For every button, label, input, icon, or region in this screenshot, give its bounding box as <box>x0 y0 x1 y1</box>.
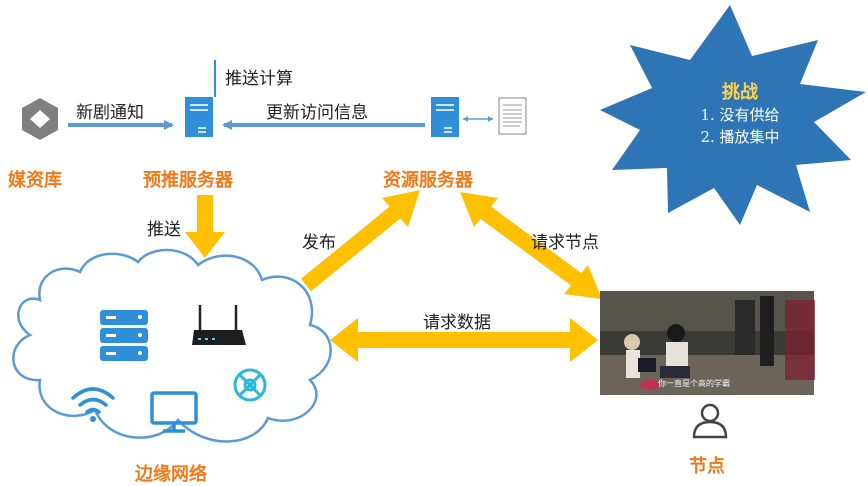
resource-server-icon <box>431 97 459 137</box>
prepush-server-label: 预推服务器 <box>143 170 233 191</box>
edge-network-cloud <box>12 248 332 443</box>
video-subtitle: 你一直是个高的学霸 <box>658 379 730 388</box>
node-label: 节点 <box>689 456 725 477</box>
prepush-server-icon <box>185 60 216 137</box>
edge-label-push-compute: 推送计算 <box>225 69 293 89</box>
edge-label-update-access-info: 更新访问信息 <box>266 103 368 123</box>
arrow-publish <box>300 190 420 292</box>
resource-server-label: 资源服务器 <box>383 170 473 191</box>
wifi-icon <box>71 387 115 414</box>
edge-label-request-data: 请求数据 <box>423 313 491 333</box>
media-library-label: 媒资库 <box>8 170 62 191</box>
edge-label-new-show-notify: 新剧通知 <box>76 103 144 123</box>
satellite-icon <box>233 368 267 402</box>
media-library-icon <box>22 98 58 140</box>
edge-network-label: 边缘网络 <box>135 464 207 485</box>
router-icon <box>192 305 246 345</box>
challenge-title: 挑战 <box>722 82 758 103</box>
video-frame <box>600 291 815 395</box>
challenge-burst <box>600 5 866 225</box>
arrow-request-data <box>330 318 598 362</box>
monitor-icon <box>150 391 198 433</box>
arrow-request-node <box>460 192 602 299</box>
edge-label-push: 推送 <box>147 220 181 240</box>
access-log-document-icon <box>463 97 527 135</box>
storage-server-icon <box>100 310 148 361</box>
wifi-dot <box>90 416 96 422</box>
challenge-item-1: 1. 没有供给 <box>700 106 780 124</box>
arrow-push <box>185 195 225 258</box>
edge-label-publish: 发布 <box>302 233 336 253</box>
challenge-item-2: 2. 播放集中 <box>700 128 780 146</box>
edge-label-request-node: 请求节点 <box>531 233 599 253</box>
user-node-icon <box>692 403 728 439</box>
